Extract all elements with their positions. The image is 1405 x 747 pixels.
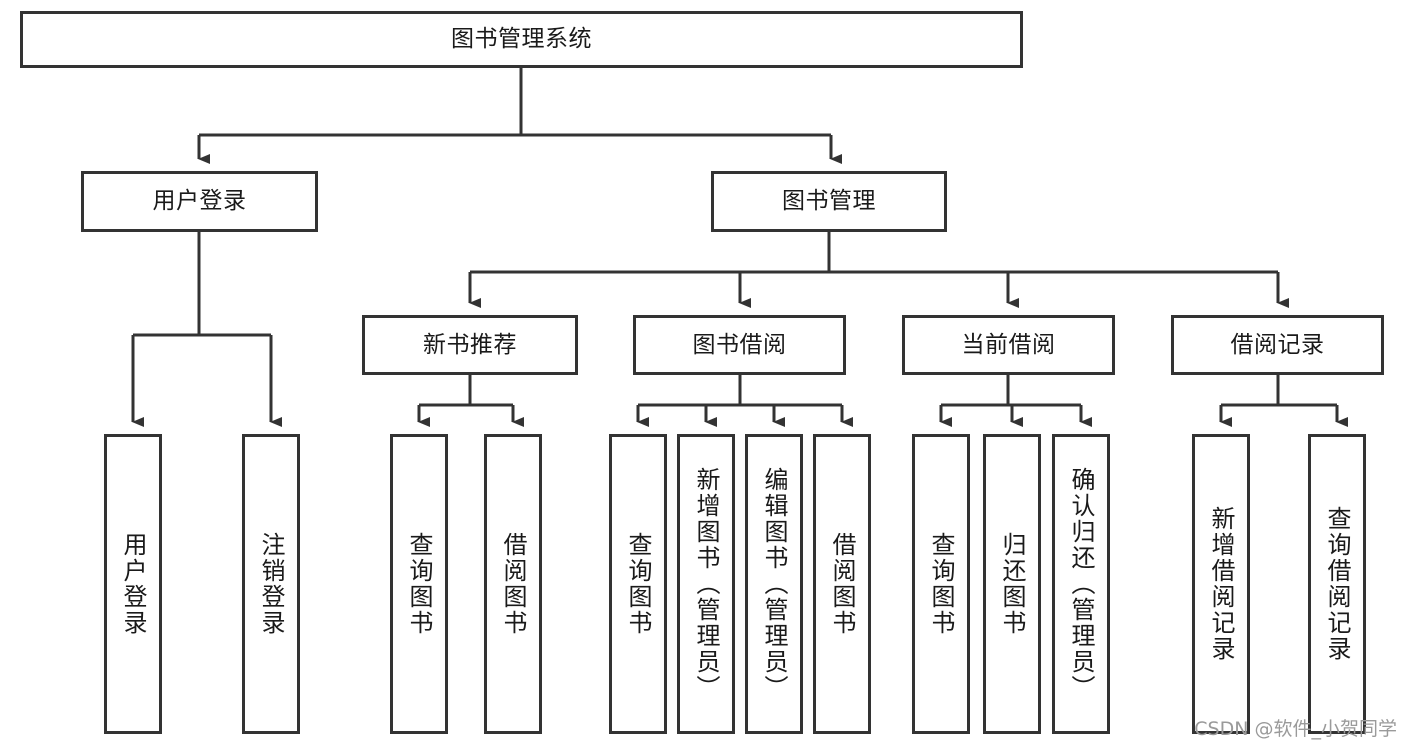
node-leaf-add-book-label: 新增图书（管理员）: [692, 467, 720, 701]
node-leaf-confirm-return[interactable]: 确认归还（管理员）: [1052, 434, 1110, 734]
node-root[interactable]: 图书管理系统: [20, 11, 1023, 68]
watermark-text: CSDN @软件_小贺同学: [1194, 718, 1397, 740]
node-user-login[interactable]: 用户登录: [81, 171, 318, 232]
connector-bookborrow-to-leaves: [636, 375, 853, 427]
node-user-login-label: 用户登录: [152, 188, 247, 215]
node-leaf-query-book-2-label: 查询图书: [624, 532, 652, 636]
node-leaf-add-record-label: 新增借阅记录: [1207, 506, 1235, 662]
node-leaf-borrow-book-2[interactable]: 借阅图书: [813, 434, 871, 734]
node-current-borrow[interactable]: 当前借阅: [902, 315, 1115, 375]
node-current-borrow-label: 当前借阅: [961, 331, 1056, 358]
node-leaf-user-login[interactable]: 用户登录: [104, 434, 162, 734]
node-leaf-logout-label: 注销登录: [257, 532, 285, 636]
node-leaf-return-book[interactable]: 归还图书: [983, 434, 1041, 734]
node-new-book-recommend[interactable]: 新书推荐: [362, 315, 578, 375]
connector-currentborrow-to-leaves: [939, 375, 1092, 427]
node-leaf-query-book-2[interactable]: 查询图书: [609, 434, 667, 734]
node-leaf-confirm-return-label: 确认归还（管理员）: [1067, 467, 1095, 701]
connector-borrowrecord-to-leaves: [1219, 375, 1348, 427]
node-leaf-query-record[interactable]: 查询借阅记录: [1308, 434, 1366, 734]
node-leaf-user-login-label: 用户登录: [119, 532, 147, 636]
connector-userlogin-to-leaves: [131, 232, 282, 427]
node-root-label: 图书管理系统: [451, 26, 592, 53]
node-book-borrow[interactable]: 图书借阅: [633, 315, 846, 375]
node-leaf-borrow-book-2-label: 借阅图书: [828, 532, 856, 636]
node-leaf-return-book-label: 归还图书: [998, 532, 1026, 636]
node-leaf-borrow-book-1[interactable]: 借阅图书: [484, 434, 542, 734]
node-book-borrow-label: 图书借阅: [692, 331, 787, 358]
node-leaf-query-book-3[interactable]: 查询图书: [912, 434, 970, 734]
node-book-manage-label: 图书管理: [782, 188, 876, 215]
node-borrow-record-label: 借阅记录: [1230, 331, 1325, 358]
node-book-manage[interactable]: 图书管理: [711, 171, 947, 232]
node-leaf-add-book[interactable]: 新增图书（管理员）: [677, 434, 735, 734]
node-leaf-query-book-1[interactable]: 查询图书: [390, 434, 448, 734]
node-leaf-borrow-book-1-label: 借阅图书: [499, 532, 527, 636]
connector-recommend-to-leaves: [417, 375, 524, 427]
node-leaf-add-record[interactable]: 新增借阅记录: [1192, 434, 1250, 734]
node-leaf-edit-book-label: 编辑图书（管理员）: [760, 467, 788, 701]
connector-root-to-level2: [197, 68, 842, 164]
node-borrow-record[interactable]: 借阅记录: [1171, 315, 1384, 375]
node-leaf-query-book-3-label: 查询图书: [927, 532, 955, 636]
node-leaf-query-record-label: 查询借阅记录: [1323, 506, 1351, 662]
node-leaf-query-book-1-label: 查询图书: [405, 532, 433, 636]
node-leaf-logout[interactable]: 注销登录: [242, 434, 300, 734]
connector-bookmanage-to-level3: [468, 232, 1289, 308]
node-leaf-edit-book[interactable]: 编辑图书（管理员）: [745, 434, 803, 734]
node-new-book-recommend-label: 新书推荐: [423, 331, 517, 358]
